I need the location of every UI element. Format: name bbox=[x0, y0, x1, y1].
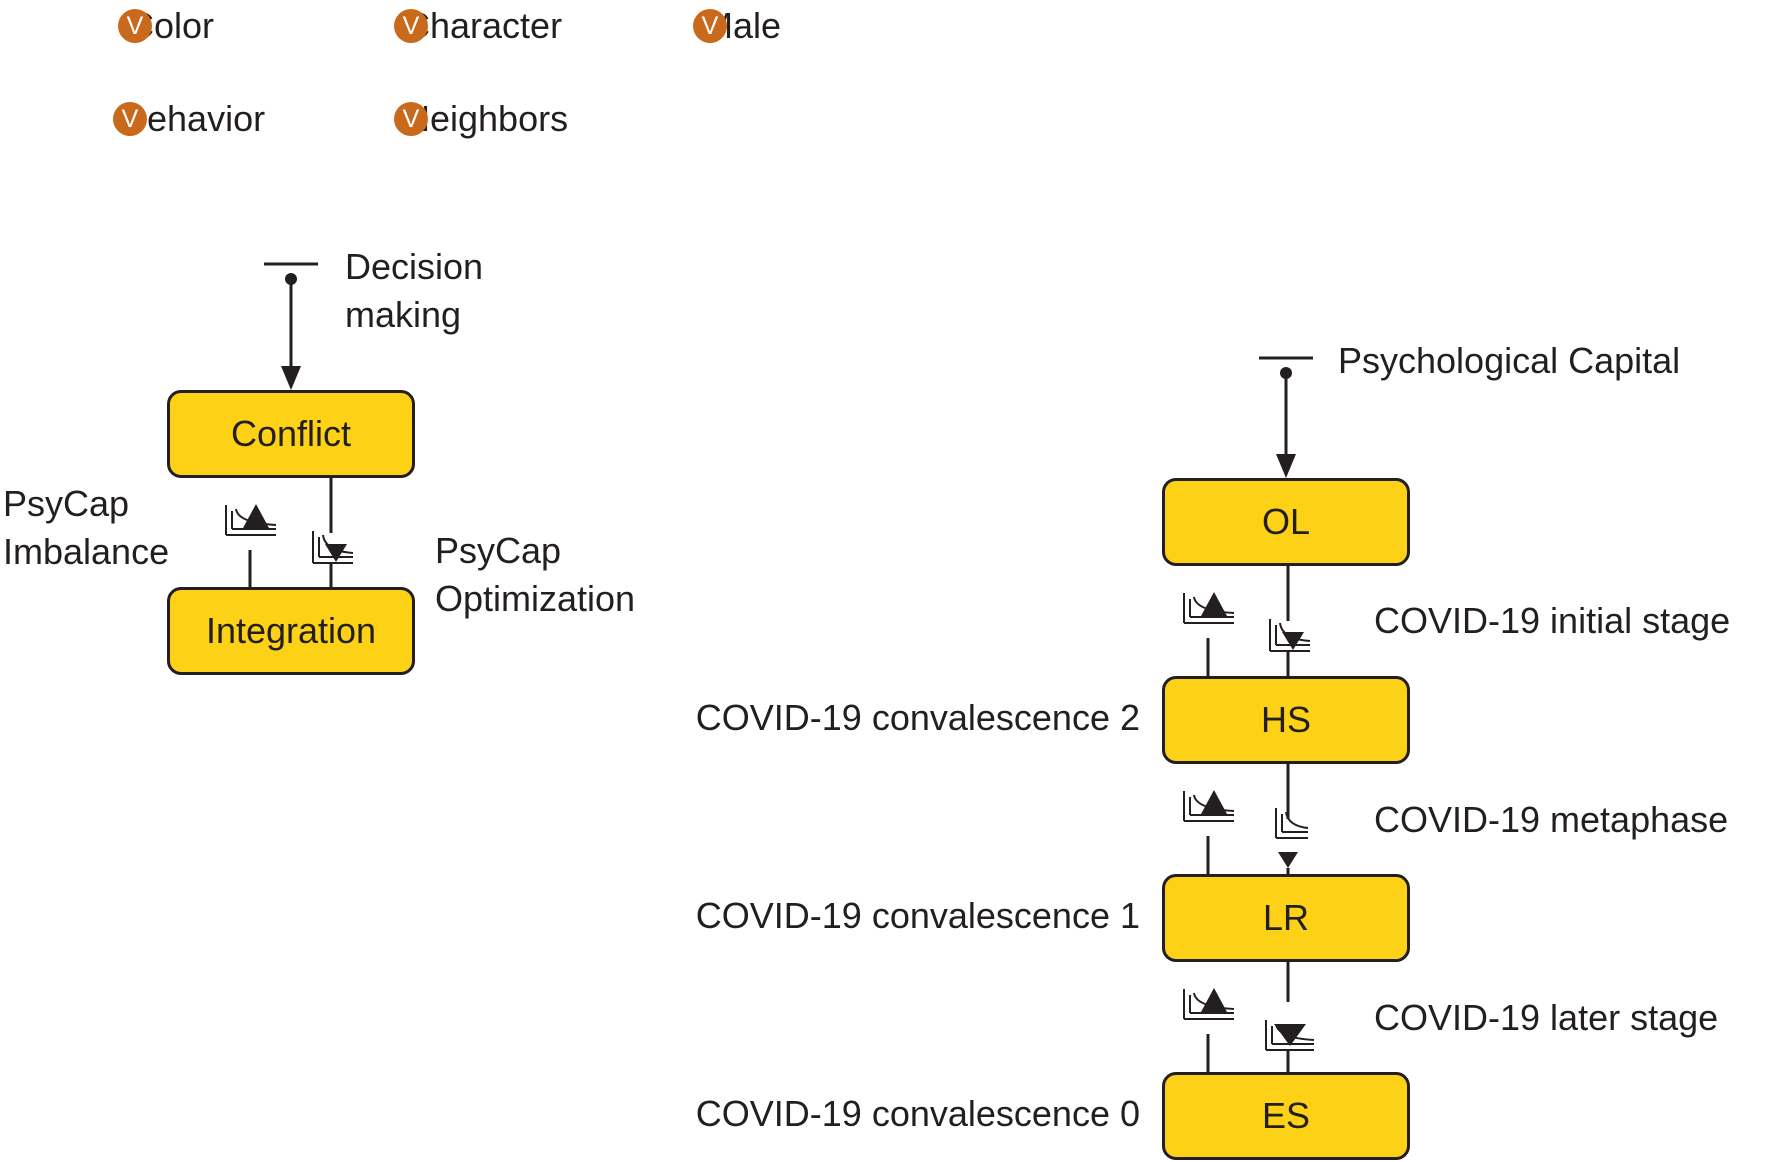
psychological-capital-input-arrowhead bbox=[1276, 454, 1296, 478]
node-lr: LR bbox=[1162, 874, 1410, 962]
legend-item-color: V Color bbox=[118, 5, 214, 46]
legend-label: Character bbox=[404, 5, 563, 46]
psycap-imbalance-connector-arrowhead bbox=[243, 504, 269, 528]
psycap-optimization-line2: Optimization bbox=[435, 578, 636, 619]
variable-badge-icon: V bbox=[394, 9, 428, 43]
legend-label: Neighbors bbox=[404, 98, 569, 139]
covid-convalescence-1-label: COVID-19 convalescence 1 bbox=[695, 895, 1140, 936]
psycap-imbalance-connector-dist-icon-curve bbox=[235, 508, 277, 526]
covid-convalescence-0-label: COVID-19 convalescence 0 bbox=[695, 1093, 1140, 1134]
convalescence-0-connector-dist-icon-curve bbox=[1193, 992, 1235, 1010]
variable-badge-icon: V bbox=[113, 102, 147, 136]
legend-item-male: V Male bbox=[693, 5, 781, 46]
initial-stage-connector-arrowhead bbox=[1282, 632, 1304, 650]
variable-badge-icon: V bbox=[394, 102, 428, 136]
covid-metaphase-label: COVID-19 metaphase bbox=[1374, 799, 1729, 840]
node-integration: Integration bbox=[167, 587, 415, 675]
decision-making-input-arrowhead bbox=[281, 366, 301, 390]
convalescence-1-connector-arrowhead bbox=[1201, 790, 1227, 814]
legend-item-neighbors: V Neighbors bbox=[394, 98, 569, 139]
convalescence-2-connector-arrowhead bbox=[1201, 592, 1227, 616]
convalescence-2-connector-dist-icon-curve bbox=[1193, 596, 1235, 614]
metaphase-connector-arrowhead bbox=[1278, 852, 1298, 868]
decision-making-label-line1: Decision bbox=[345, 246, 484, 287]
legend-item-behavior: V Behavior bbox=[113, 98, 265, 139]
psycap-imbalance-line2: Imbalance bbox=[3, 531, 170, 572]
convalescence-1-connector-dist-icon-curve bbox=[1193, 794, 1235, 812]
metaphase-connector-dist-icon-curve bbox=[1285, 811, 1309, 829]
convalescence-0-connector-arrowhead bbox=[1201, 988, 1227, 1012]
variable-badge-icon: V bbox=[693, 9, 727, 43]
covid-convalescence-2-label: COVID-19 convalescence 2 bbox=[695, 697, 1140, 738]
psycap-optimization-line1: PsyCap bbox=[435, 530, 562, 571]
node-conflict: Conflict bbox=[167, 390, 415, 478]
decision-making-label-line2: making bbox=[345, 294, 462, 335]
later-stage-connector-arrowhead bbox=[1274, 1024, 1306, 1046]
node-hs: HS bbox=[1162, 676, 1410, 764]
psychological-capital-label: Psychological Capital bbox=[1338, 340, 1681, 381]
covid-initial-stage-label: COVID-19 initial stage bbox=[1374, 600, 1731, 641]
psycap-imbalance-line1: PsyCap bbox=[3, 483, 130, 524]
legend-item-character: V Character bbox=[394, 5, 563, 46]
covid-later-stage-label: COVID-19 later stage bbox=[1374, 997, 1719, 1038]
node-ol: OL bbox=[1162, 478, 1410, 566]
node-es: ES bbox=[1162, 1072, 1410, 1160]
variable-badge-icon: V bbox=[118, 9, 152, 43]
psycap-optimization-connector-arrowhead bbox=[325, 544, 347, 562]
